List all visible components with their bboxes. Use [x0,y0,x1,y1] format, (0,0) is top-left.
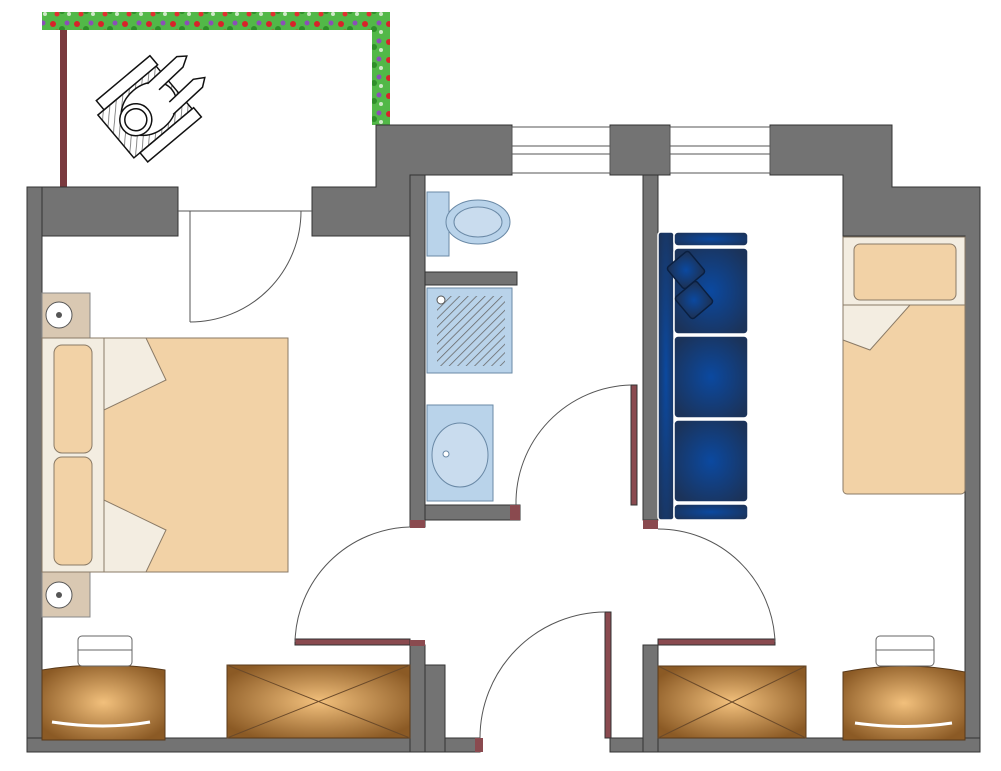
shower [426,287,513,374]
sofa [657,231,749,521]
planter [372,12,390,125]
single-bed [842,236,966,495]
wardrobe [657,665,807,739]
walls [26,124,981,753]
chair [77,635,133,667]
sink [426,404,494,502]
nightstand [41,292,91,339]
bedroom-door[interactable] [294,520,425,646]
desk [842,665,966,741]
desk [41,664,166,741]
planter [42,12,390,30]
wheelchair-user-icon [95,54,206,163]
railing [60,30,67,187]
cushion [674,280,714,320]
entrance-door[interactable] [475,611,612,752]
bathroom-door[interactable] [510,384,638,520]
balcony-door[interactable] [178,210,312,323]
nightstand [41,571,91,618]
double-bed [41,337,289,573]
toilet [426,191,511,257]
window [511,126,771,174]
chair [875,635,935,667]
balcony [42,12,390,187]
wardrobe [226,664,411,739]
living-room-door[interactable] [643,520,776,646]
